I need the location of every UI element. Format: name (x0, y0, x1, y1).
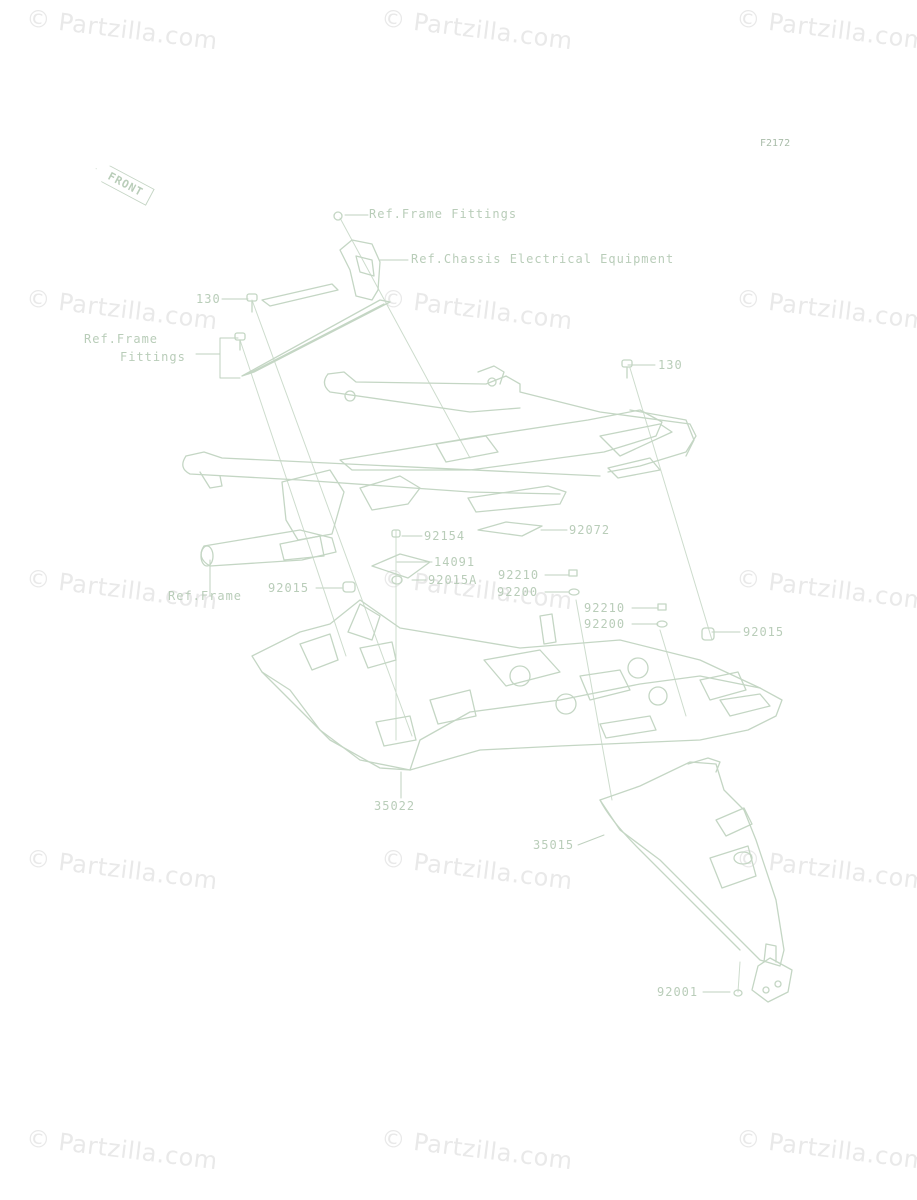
fitting-bracket-top (333, 211, 381, 301)
part-92072: 92072 (569, 523, 611, 537)
part-35015: 35015 (533, 838, 575, 852)
ref-chassis-electrical: Ref.Chassis Electrical Equipment (411, 252, 675, 266)
ref-frame-fittings-left-line2: Fittings (120, 350, 186, 364)
part-14091: 14091 (434, 555, 476, 569)
part-92015-right: 92015 (743, 625, 785, 639)
part-130-right: 130 (658, 358, 683, 372)
rear-fender-35015 (599, 757, 793, 1003)
seat-bracket-strap (241, 283, 391, 377)
part-92154: 92154 (424, 529, 466, 543)
undertray-35022 (251, 599, 783, 771)
part-130-left: 130 (196, 292, 221, 306)
ref-frame-fittings-top: Ref.Frame Fittings (369, 207, 518, 221)
part-92015A: 92015A (428, 573, 478, 587)
figure-code: F2172 (760, 138, 791, 149)
part-92210-a: 92210 (498, 568, 540, 582)
part-92200-a: 92200 (497, 585, 539, 599)
bolts (234, 293, 633, 379)
ref-frame: Ref.Frame (168, 589, 243, 603)
part-92200-b: 92200 (584, 617, 626, 631)
part-92210-b: 92210 (584, 601, 626, 615)
part-92001: 92001 (657, 985, 699, 999)
part-92015-left: 92015 (268, 581, 310, 595)
ref-frame-fittings-left-line1: Ref.Frame (84, 332, 159, 346)
part-35022: 35022 (374, 799, 416, 813)
rear-subframe (182, 365, 697, 567)
small-parts (342, 521, 715, 641)
